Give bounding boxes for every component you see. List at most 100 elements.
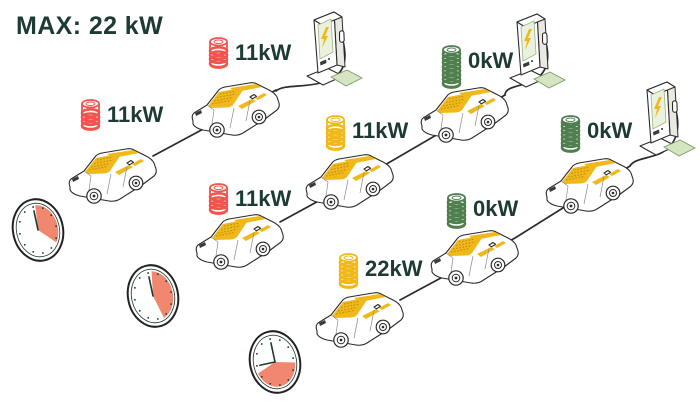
clock-tick (41, 252, 44, 254)
clock-elapsed-wedge (258, 362, 296, 387)
battery-indicator (446, 193, 467, 229)
charging-station (639, 81, 696, 157)
power-label: 0kW (473, 196, 518, 221)
clock-tick (18, 220, 21, 223)
battery-charge-ring (338, 261, 359, 272)
battery-indicator (208, 37, 229, 69)
clock-tick (260, 375, 263, 378)
clock-tick (133, 286, 136, 289)
clock-tick (55, 237, 58, 240)
clock-tick (287, 379, 290, 381)
battery-indicator (208, 183, 229, 215)
battery-top (442, 45, 461, 55)
clock-tick (287, 346, 290, 349)
battery-indicator (441, 45, 462, 89)
clock-elapsed-wedge (151, 271, 174, 318)
clock-tick (138, 277, 141, 279)
power-label: 0kW (587, 118, 632, 143)
battery-top (339, 253, 358, 263)
car (430, 230, 519, 286)
battery-top-rim (330, 117, 341, 123)
battery-top-rim (85, 101, 96, 107)
car (191, 82, 280, 138)
clock-tick (147, 316, 150, 319)
clock-tick (50, 214, 53, 217)
clock-tick (138, 309, 141, 312)
battery-charge-ring (80, 107, 101, 118)
battery-charge-ring (441, 53, 462, 64)
clock-tick (55, 225, 57, 228)
battery-top-rim (213, 39, 224, 45)
clock-tick (255, 352, 258, 355)
clock-hand (33, 210, 39, 231)
battery-top (561, 115, 580, 125)
battery-charge-ring (208, 50, 229, 60)
battery-top-rim (446, 47, 457, 53)
power-label: 11kW (352, 118, 408, 143)
clock-elapsed-wedge (35, 205, 59, 243)
clock-rim (15, 202, 61, 258)
max-power-label: MAX: 22 kW (16, 12, 163, 40)
clock-tick (50, 247, 53, 249)
clock-tick (32, 250, 35, 253)
clock-tick (269, 382, 272, 385)
battery-charge-ring (80, 112, 101, 122)
car (195, 214, 284, 270)
clock-tick (156, 273, 159, 276)
car (305, 154, 394, 210)
clock-tick (292, 357, 294, 360)
battery-charge-ring (208, 191, 229, 202)
clock-tick (278, 384, 281, 386)
battery-charge-ring (208, 196, 229, 206)
battery-charge-ring (325, 123, 346, 134)
battery-top (447, 193, 466, 203)
clocks-layer (11, 198, 302, 394)
battery-top-rim (343, 255, 354, 261)
battery-top (326, 115, 345, 125)
car (545, 158, 634, 214)
battery-charge-ring (325, 127, 346, 138)
battery-indicator (80, 99, 101, 131)
battery-indicator (338, 253, 359, 289)
clock-hand (259, 361, 276, 367)
clock-tick (165, 313, 168, 315)
clock-hand (148, 276, 154, 297)
battery-indicator (560, 115, 581, 153)
clock-rim (130, 268, 176, 324)
power-label: 11kW (107, 102, 163, 127)
clock-tick (23, 243, 26, 246)
clock-tick (147, 272, 150, 274)
clock-tick (278, 339, 281, 342)
battery-top-rim (451, 195, 462, 201)
clock-hand (270, 342, 276, 363)
car (420, 87, 509, 143)
clock-tick (260, 343, 263, 345)
battery-charge-ring (208, 45, 229, 56)
clock-tick (170, 303, 173, 306)
clock-tick (292, 369, 295, 372)
clock-tick (170, 291, 172, 294)
clock-tick (165, 280, 168, 283)
power-label: 22kW (365, 256, 423, 281)
clock-tick (269, 338, 272, 340)
battery-top (209, 183, 228, 193)
clock (126, 264, 180, 328)
battery-top-rim (565, 117, 576, 123)
power-label: 0kW (468, 48, 513, 73)
clock-tick (19, 232, 21, 235)
charging-station (509, 13, 566, 89)
battery-charge-ring (446, 201, 467, 212)
battery-top-rim (213, 185, 224, 191)
clock-tick (41, 207, 44, 210)
clock (248, 330, 302, 394)
power-label: 11kW (235, 40, 291, 65)
clock-tick (32, 206, 35, 208)
clock (11, 198, 65, 262)
battery-top (81, 99, 100, 109)
clock-tick (156, 318, 159, 320)
battery-top (209, 37, 228, 47)
battery-indicator (325, 115, 346, 151)
